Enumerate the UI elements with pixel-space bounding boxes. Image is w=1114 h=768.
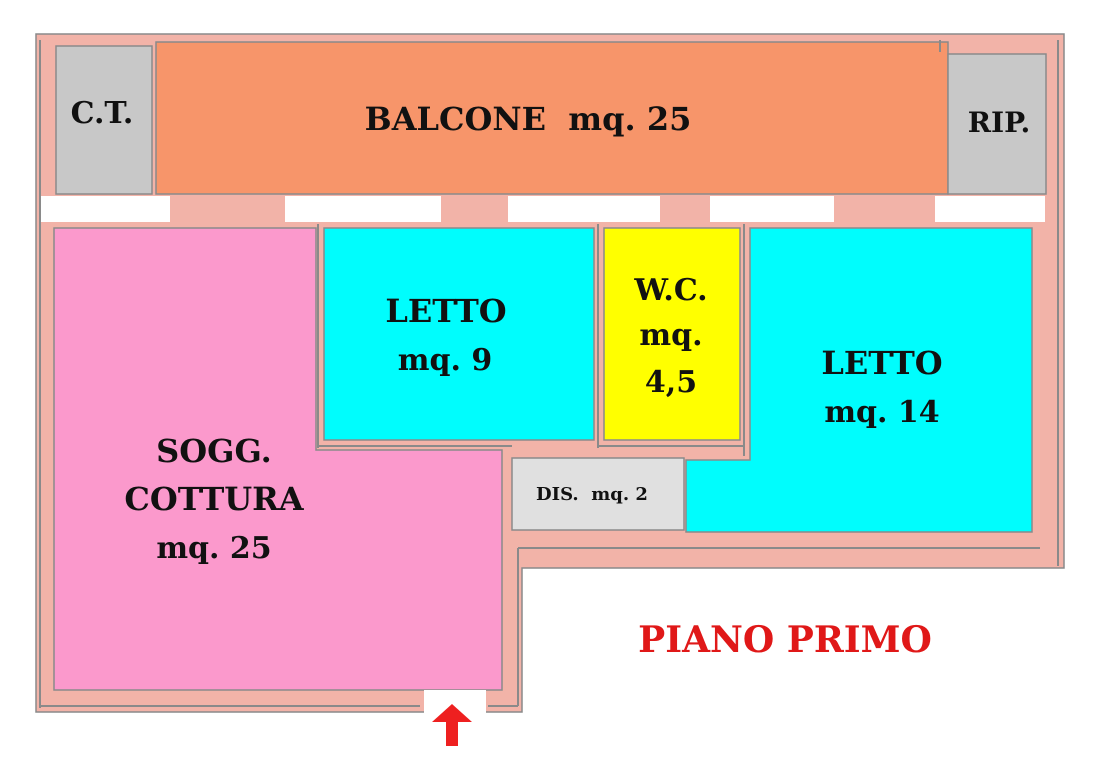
window-openings (40, 196, 1045, 222)
label-dis: DIS. mq. 2 (536, 484, 648, 505)
window (710, 196, 834, 222)
label-letto-large-area: mq. 14 (824, 395, 939, 430)
label-letto-small-name: LETTO (385, 292, 506, 330)
label-soggiorno-area: mq. 25 (156, 531, 271, 566)
window (508, 196, 660, 222)
label-ct: C.T. (71, 96, 134, 131)
room-dis (511, 457, 685, 531)
label-balcone: BALCONE mq. 25 (365, 100, 692, 138)
room-letto-small (323, 227, 595, 441)
arrow-up-icon (432, 704, 472, 746)
room-ct (55, 45, 153, 195)
plan-title: PIANO PRIMO (638, 619, 932, 661)
wall-lines (39, 40, 1059, 708)
label-letto-small-area: mq. 9 (398, 343, 492, 378)
label-soggiorno-name: SOGG. (156, 432, 272, 470)
room-rip (947, 53, 1047, 195)
room-letto-large (685, 227, 1033, 533)
window (285, 196, 441, 222)
window (40, 196, 170, 222)
label-wc-name: W.C. (633, 273, 707, 308)
label-wc-area: 4,5 (645, 365, 697, 400)
label-soggiorno-type: COTTURA (124, 480, 304, 518)
label-letto-large-name: LETTO (821, 344, 942, 382)
window (935, 196, 1045, 222)
room-balcone (155, 41, 949, 195)
label-rip: RIP. (968, 106, 1031, 139)
label-wc-unit: mq. (639, 318, 702, 353)
room-soggiorno (53, 227, 503, 691)
room-wc (603, 227, 741, 441)
